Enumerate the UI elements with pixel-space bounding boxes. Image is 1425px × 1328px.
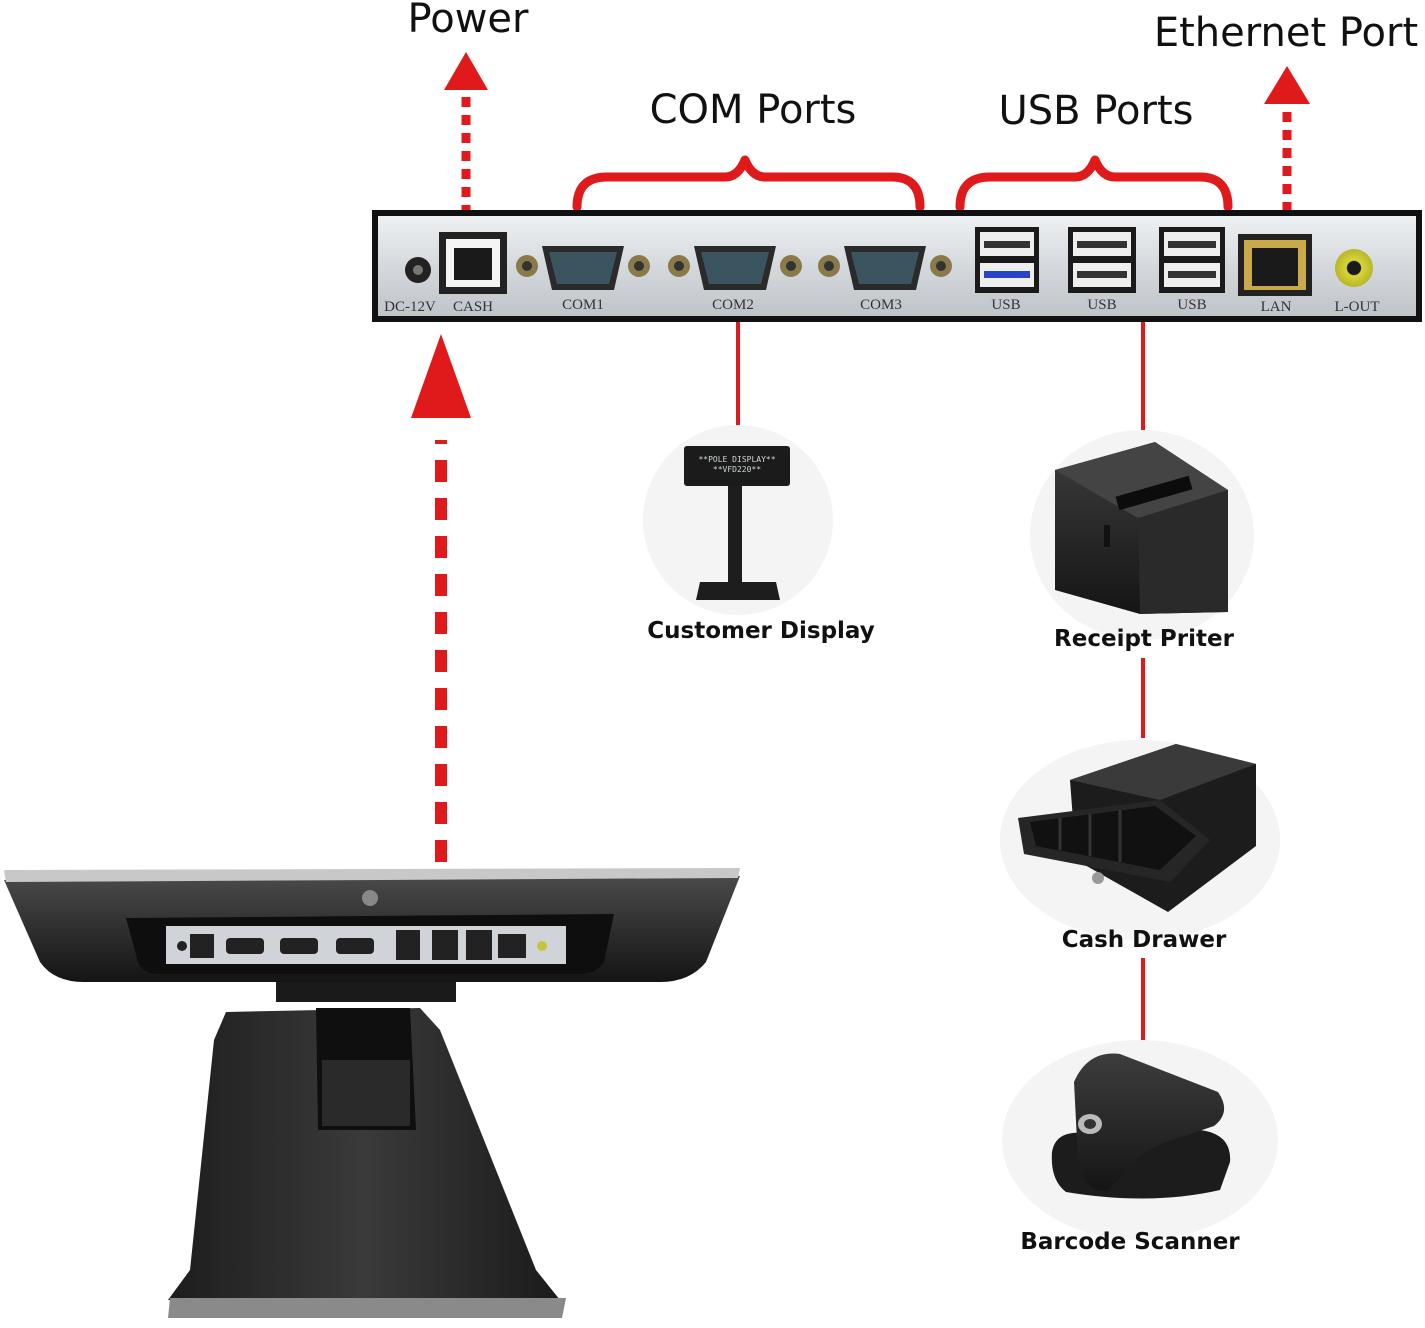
customer-display-device: **POLE DISPLAY** **VFD220** xyxy=(643,425,833,615)
dc-jack xyxy=(405,257,431,283)
pole-display-line2: **VFD220** xyxy=(713,465,761,474)
dc-port-label: DC-12V xyxy=(384,299,436,315)
com1-port-label: COM1 xyxy=(562,297,604,313)
power-label: Power xyxy=(408,0,529,42)
usb1-port-label: USB xyxy=(991,297,1020,313)
customer-display-label: Customer Display xyxy=(647,618,874,644)
pole-display-line1: **POLE DISPLAY** xyxy=(698,455,775,464)
cash-drawer-device xyxy=(1000,740,1280,940)
usb1-port xyxy=(975,227,1039,293)
ethernet-arrow xyxy=(1264,66,1310,212)
com2-port-label: COM2 xyxy=(712,297,754,313)
cash-port-label: CASH xyxy=(453,299,493,315)
cash-port xyxy=(439,232,507,294)
usb3-port xyxy=(1159,227,1225,293)
usb2-port-label: USB xyxy=(1087,297,1116,313)
com2-port xyxy=(668,246,802,290)
usb3-port-label: USB xyxy=(1177,297,1206,313)
com3-port-label: COM3 xyxy=(860,297,902,313)
cash-drawer-label: Cash Drawer xyxy=(1062,927,1227,953)
lout-port-label: L-OUT xyxy=(1335,299,1380,315)
ethernet-port-label: Ethernet Port xyxy=(1154,10,1418,56)
com3-port xyxy=(818,246,952,290)
barcode-scanner-label: Barcode Scanner xyxy=(1020,1229,1240,1255)
audio-jack xyxy=(1335,249,1373,287)
pos-terminal xyxy=(4,868,740,1318)
usb-ports-bracket xyxy=(955,155,1233,212)
com-ports-label: COM Ports xyxy=(650,87,857,133)
com1-port xyxy=(516,246,650,290)
com-ports-bracket xyxy=(572,155,925,212)
lan-port-label: LAN xyxy=(1261,299,1292,315)
usb-ports-label: USB Ports xyxy=(999,88,1194,134)
lan-port xyxy=(1238,234,1312,296)
usb2-port xyxy=(1068,227,1136,293)
monitor-to-panel-arrow xyxy=(411,334,471,900)
barcode-scanner-device xyxy=(1002,1040,1278,1240)
receipt-printer-label: Receipt Priter xyxy=(1054,626,1235,652)
io-panel: DC-12V CASH COM1 COM2 xyxy=(372,210,1422,322)
receipt-printer-device xyxy=(1030,430,1254,640)
power-arrow xyxy=(444,52,488,215)
